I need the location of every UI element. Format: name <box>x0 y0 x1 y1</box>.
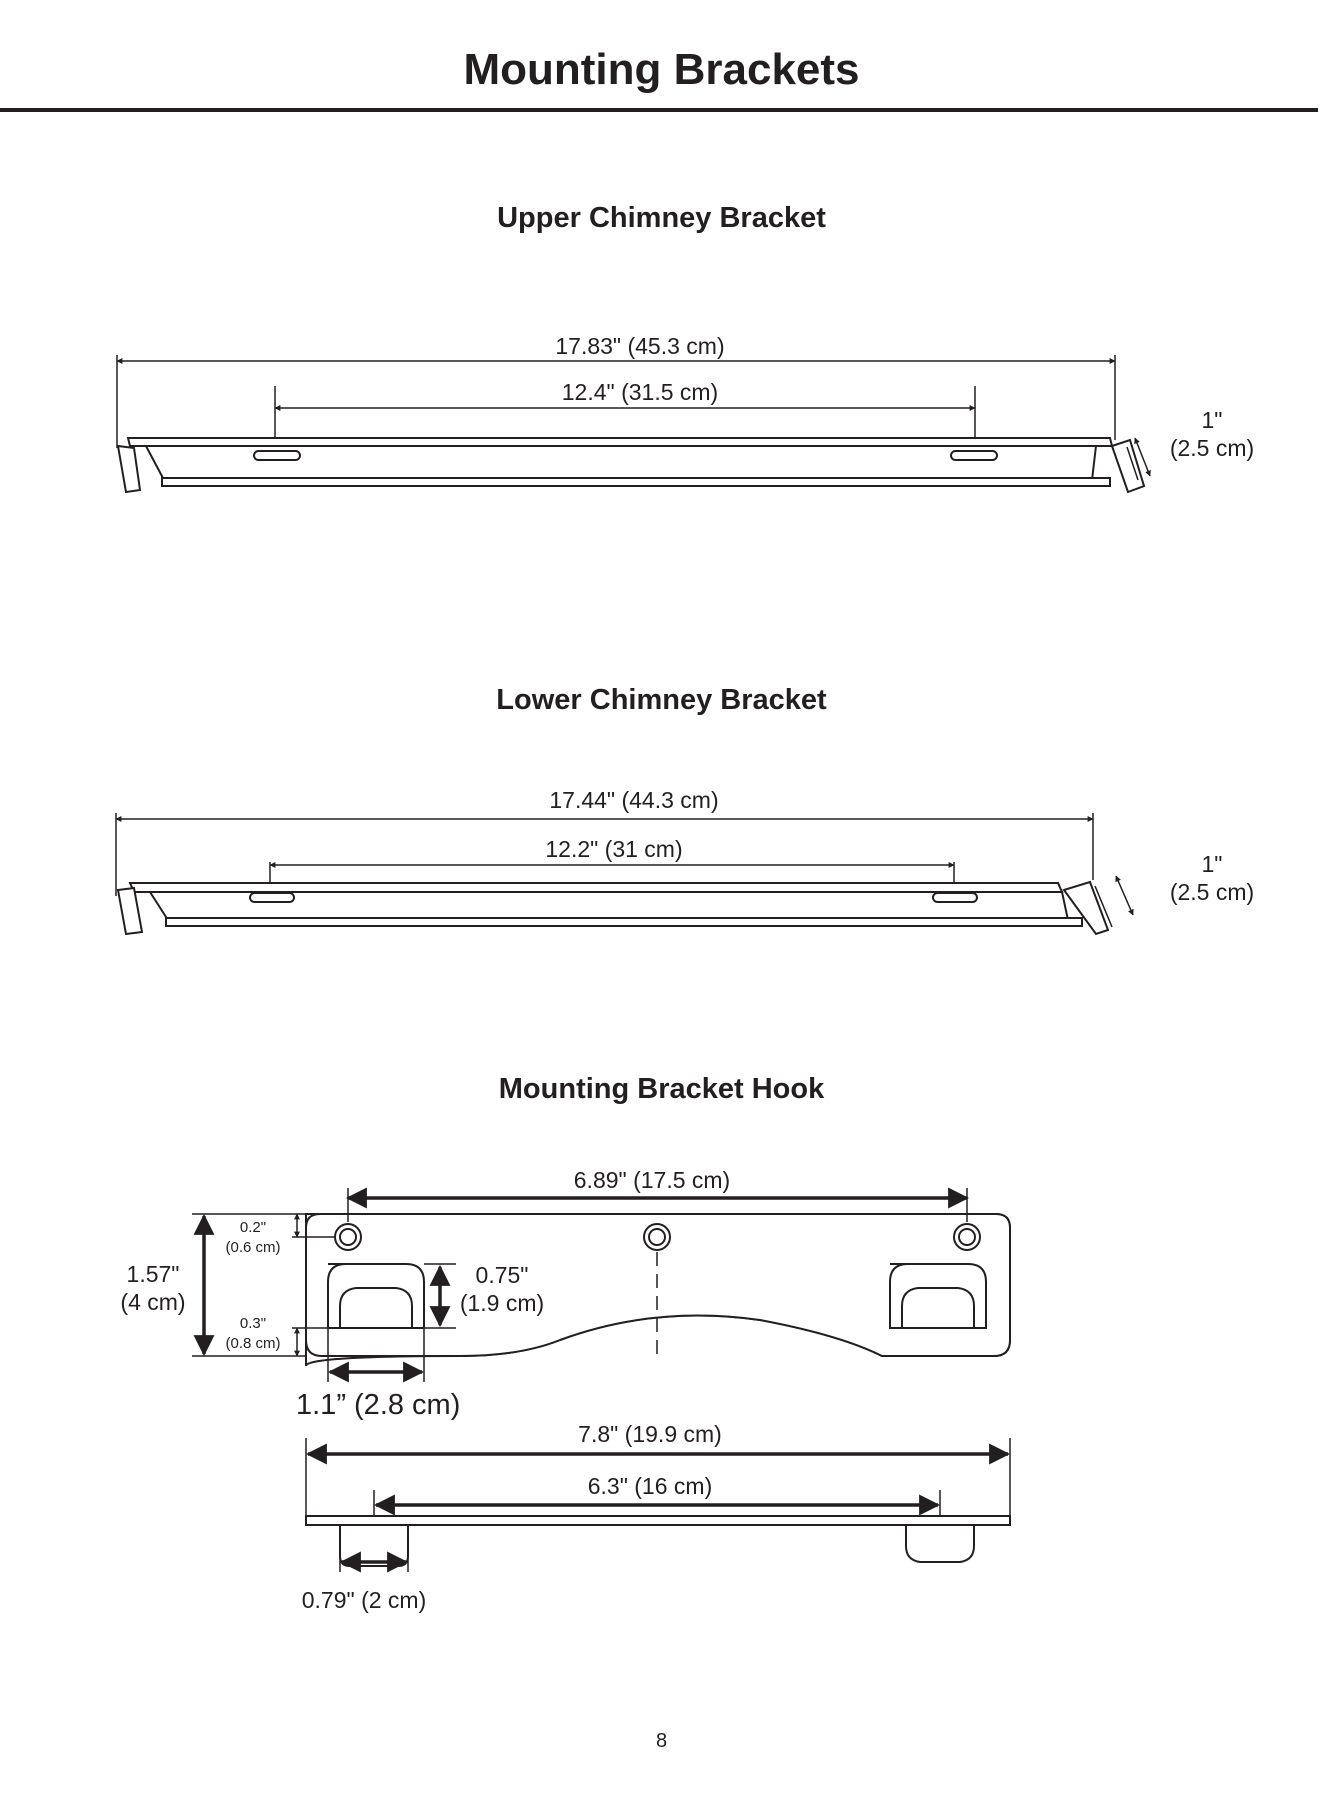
hook-overall-length: 7.8" (19.9 cm) <box>578 1421 722 1447</box>
hook-bottom-offset-cm: (0.8 cm) <box>225 1335 280 1352</box>
hook-bottom-offset-in: 0.3" <box>240 1315 266 1332</box>
hook-side-plate <box>305 1515 1011 1526</box>
hook-top-offset-cm: (0.6 cm) <box>225 1239 280 1256</box>
hook-hole-right-inner <box>958 1228 976 1246</box>
lower-flange-dim-line <box>1115 875 1134 916</box>
hook-side-tab-left <box>339 1524 409 1567</box>
hook-hole-left-inner <box>339 1228 357 1246</box>
lower-bracket-lower-plate <box>165 917 1083 927</box>
hook-side-drawing: 7.8" (19.9 cm) 6.3" (16 cm) 0.79" (2 cm) <box>302 1421 1011 1613</box>
lower-bracket-drawing: 17.44" (44.3 cm) 12.2" (31 cm) 1" (2.5 c… <box>115 787 1254 936</box>
lower-bracket-right-flange <box>1062 880 1110 936</box>
lower-slot-left <box>249 892 295 903</box>
upper-flange-dim-line <box>1134 437 1151 477</box>
upper-bracket-top-plate <box>126 437 1114 447</box>
upper-bracket-drawing: 17.83" (45.3 cm) 12.4" (31.5 cm) 1" (2.5… <box>116 333 1254 494</box>
lower-flange-dim-base <box>1094 885 1113 928</box>
lower-slot-spacing: 12.2" (31 cm) <box>545 836 682 862</box>
upper-slot-right <box>950 450 998 461</box>
title-rule <box>0 108 1318 112</box>
upper-bracket-lower-plate <box>161 477 1111 487</box>
upper-slot-spacing: 12.4" (31.5 cm) <box>562 379 718 405</box>
hook-width: 1.1” (2.8 cm) <box>296 1389 460 1421</box>
upper-slot-left <box>253 450 301 461</box>
upper-bracket-left-flange <box>116 444 142 494</box>
lower-overall-length: 17.44" (44.3 cm) <box>549 787 718 813</box>
hook-cutout-height-cm: (1.9 cm) <box>460 1290 544 1316</box>
upper-bracket-right-flange <box>1110 438 1146 494</box>
page-title: Mounting Brackets <box>463 45 860 94</box>
hook-top-offset-in: 0.2" <box>240 1219 266 1236</box>
hook-tab-width: 0.79" (2 cm) <box>302 1587 426 1613</box>
hook-tab-right <box>901 1287 975 1329</box>
lower-bracket-top-plate <box>128 882 1064 893</box>
lower-bracket-title: Lower Chimney Bracket <box>496 684 827 716</box>
hook-height-cm: (4 cm) <box>120 1289 185 1315</box>
upper-overall-length: 17.83" (45.3 cm) <box>555 333 724 359</box>
lower-flange-cm: (2.5 cm) <box>1170 879 1254 905</box>
hook-hole-center-inner <box>648 1228 666 1246</box>
hook-cutout-height-in: 0.75" <box>476 1262 529 1288</box>
lower-bracket-left-flange <box>116 886 144 936</box>
upper-bracket-title: Upper Chimney Bracket <box>497 202 826 234</box>
hook-hole-spacing: 6.89" (17.5 cm) <box>574 1167 730 1193</box>
hook-height-in: 1.57" <box>127 1261 180 1287</box>
hook-tab-spacing: 6.3" (16 cm) <box>588 1473 712 1499</box>
page-number: 8 <box>655 1730 668 1752</box>
upper-flange-cm: (2.5 cm) <box>1170 435 1254 461</box>
lower-slot-right <box>932 892 978 903</box>
hook-title: Mounting Bracket Hook <box>498 1073 825 1105</box>
hook-tab-left <box>339 1287 413 1329</box>
lower-flange-in: 1" <box>1202 851 1223 877</box>
hook-front-drawing: 6.89" (17.5 cm) 1.57" (4 cm) 0.2" (0.6 c… <box>120 1167 1011 1421</box>
hook-side-tab-right <box>905 1524 975 1563</box>
hook-plate-outline <box>305 1213 1011 1357</box>
upper-flange-in: 1" <box>1202 407 1223 433</box>
